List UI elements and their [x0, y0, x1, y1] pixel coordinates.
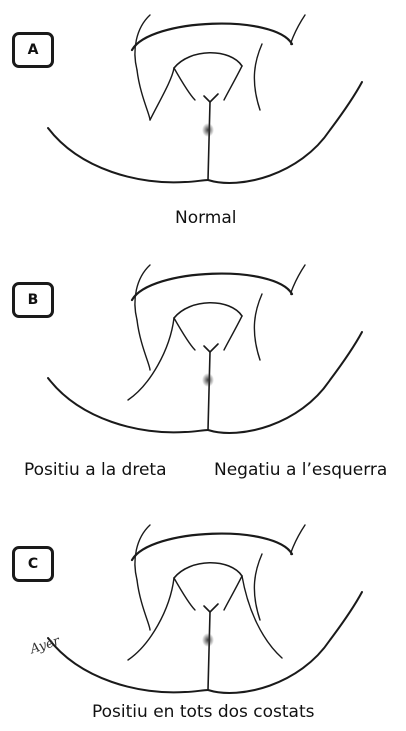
panel-c: C Ayer Positiu en tots dos costats: [0, 490, 406, 731]
caption-normal: Normal: [175, 208, 237, 228]
panel-label-b: B: [12, 282, 54, 318]
illustration-both-positive: [47, 524, 363, 694]
caption-left-negative: Negatiu a l’esquerra: [214, 460, 388, 480]
illustration-right-positive: [47, 264, 363, 434]
panel-label-c: C: [12, 546, 54, 582]
panel-a: A Normal: [0, 0, 406, 240]
caption-right-positive: Positiu a la dreta: [24, 460, 167, 480]
panel-label-a: A: [12, 32, 54, 68]
illustration-normal: [47, 14, 363, 184]
panel-b: B Positiu a la dreta Negatiu a l’esquerr…: [0, 240, 406, 490]
caption-both-positive: Positiu en tots dos costats: [92, 702, 315, 722]
